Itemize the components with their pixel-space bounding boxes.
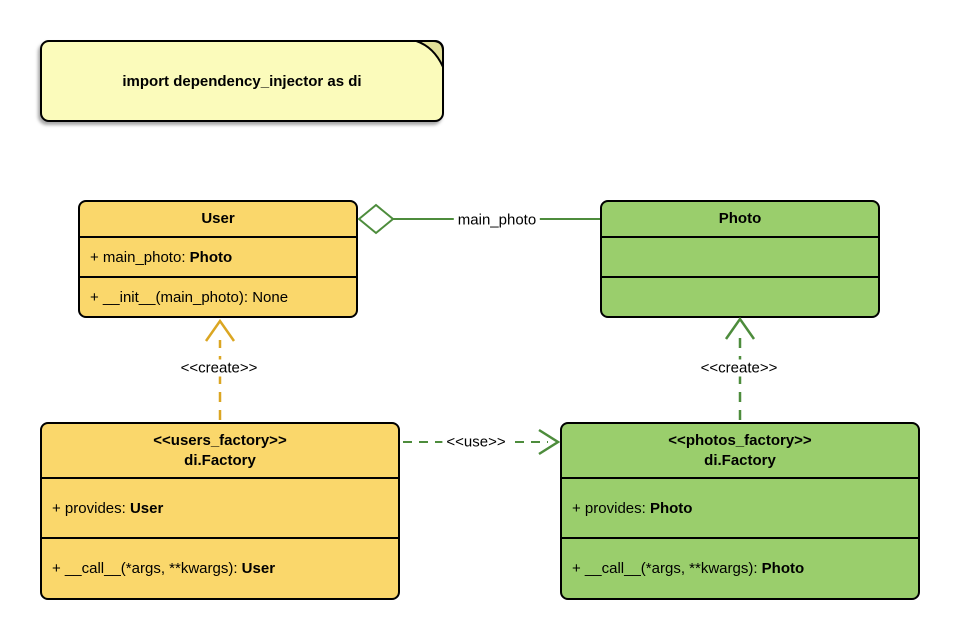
class-photo-method-empty xyxy=(602,278,878,316)
method-text: + __call__(*args, **kwargs): xyxy=(572,560,762,577)
note-text: import dependency_injector as di xyxy=(122,72,362,90)
class-stereotype: <<photos_factory>> xyxy=(668,431,812,449)
class-name: Photo xyxy=(718,210,762,227)
class-name: User xyxy=(201,210,235,227)
attribute-type: Photo xyxy=(649,499,693,517)
method-type: Photo xyxy=(761,560,805,577)
attribute-text: + provides: xyxy=(572,499,650,517)
class-photos-factory-attribute: + provides: Photo xyxy=(562,479,918,539)
attribute-text: + provides: xyxy=(52,499,130,517)
class-user-title: User xyxy=(80,202,356,238)
class-photo-attribute-empty xyxy=(602,238,878,278)
class-users-factory-method: + __call__(*args, **kwargs): User xyxy=(42,539,398,598)
use-label: <<use>> xyxy=(442,433,510,451)
note-fold-icon xyxy=(416,40,444,68)
attribute-type: User xyxy=(129,499,164,517)
create-user-arrowhead-icon xyxy=(204,318,236,342)
class-photos-factory-method: + __call__(*args, **kwargs): Photo xyxy=(562,539,918,598)
note-import-statement: import dependency_injector as di xyxy=(40,40,444,122)
method-text: + __init__(main_photo): None xyxy=(90,288,289,306)
class-user-method: + __init__(main_photo): None xyxy=(80,278,356,316)
use-arrowhead-icon xyxy=(538,428,561,456)
attribute-type: Photo xyxy=(189,248,233,266)
class-users-factory: <<users_factory>> di.Factory + provides:… xyxy=(40,422,400,600)
class-photo-title: Photo xyxy=(602,202,878,238)
create-photo-label: <<create>> xyxy=(696,359,782,377)
class-users-factory-title: <<users_factory>> di.Factory xyxy=(42,424,398,479)
class-photos-factory-title: <<photos_factory>> di.Factory xyxy=(562,424,918,479)
class-stereotype: <<users_factory>> xyxy=(153,431,287,449)
class-user-attribute: + main_photo: Photo xyxy=(80,238,356,278)
class-name: di.Factory xyxy=(184,451,256,469)
create-user-label: <<create>> xyxy=(176,359,262,377)
class-name: di.Factory xyxy=(704,451,776,469)
method-type: User xyxy=(241,560,276,577)
class-users-factory-attribute: + provides: User xyxy=(42,479,398,539)
class-user: User + main_photo: Photo + __init__(main… xyxy=(78,200,358,318)
attribute-text: + main_photo: xyxy=(90,248,190,266)
class-photos-factory: <<photos_factory>> di.Factory + provides… xyxy=(560,422,920,600)
aggregation-label: main_photo xyxy=(453,211,541,229)
method-text: + __call__(*args, **kwargs): xyxy=(52,560,242,577)
class-photo: Photo xyxy=(600,200,880,318)
aggregation-diamond-icon xyxy=(357,203,395,235)
create-photo-arrowhead-icon xyxy=(724,316,756,340)
